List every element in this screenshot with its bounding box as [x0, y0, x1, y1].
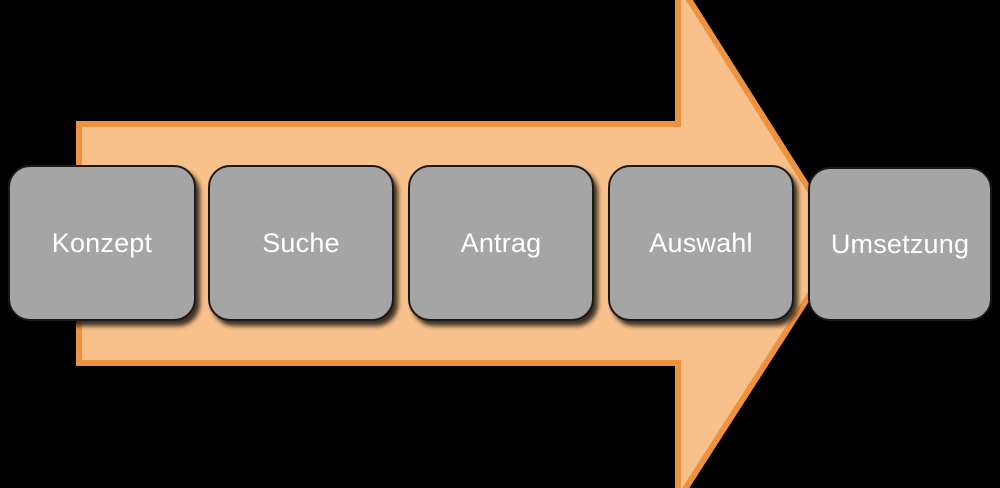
- process-step-auswahl[interactable]: Auswahl: [608, 165, 794, 321]
- process-step-label: Antrag: [460, 227, 542, 258]
- process-step-label: Suche: [262, 227, 340, 258]
- process-step-label: Umsetzung: [830, 228, 970, 259]
- process-step-suche[interactable]: Suche: [208, 165, 394, 321]
- process-step-antrag[interactable]: Antrag: [408, 165, 594, 321]
- process-step-konzept[interactable]: Konzept: [8, 165, 196, 321]
- process-step-label: Konzept: [51, 227, 153, 258]
- process-step-umsetzung[interactable]: Umsetzung: [808, 167, 992, 321]
- process-step-label: Auswahl: [649, 227, 753, 258]
